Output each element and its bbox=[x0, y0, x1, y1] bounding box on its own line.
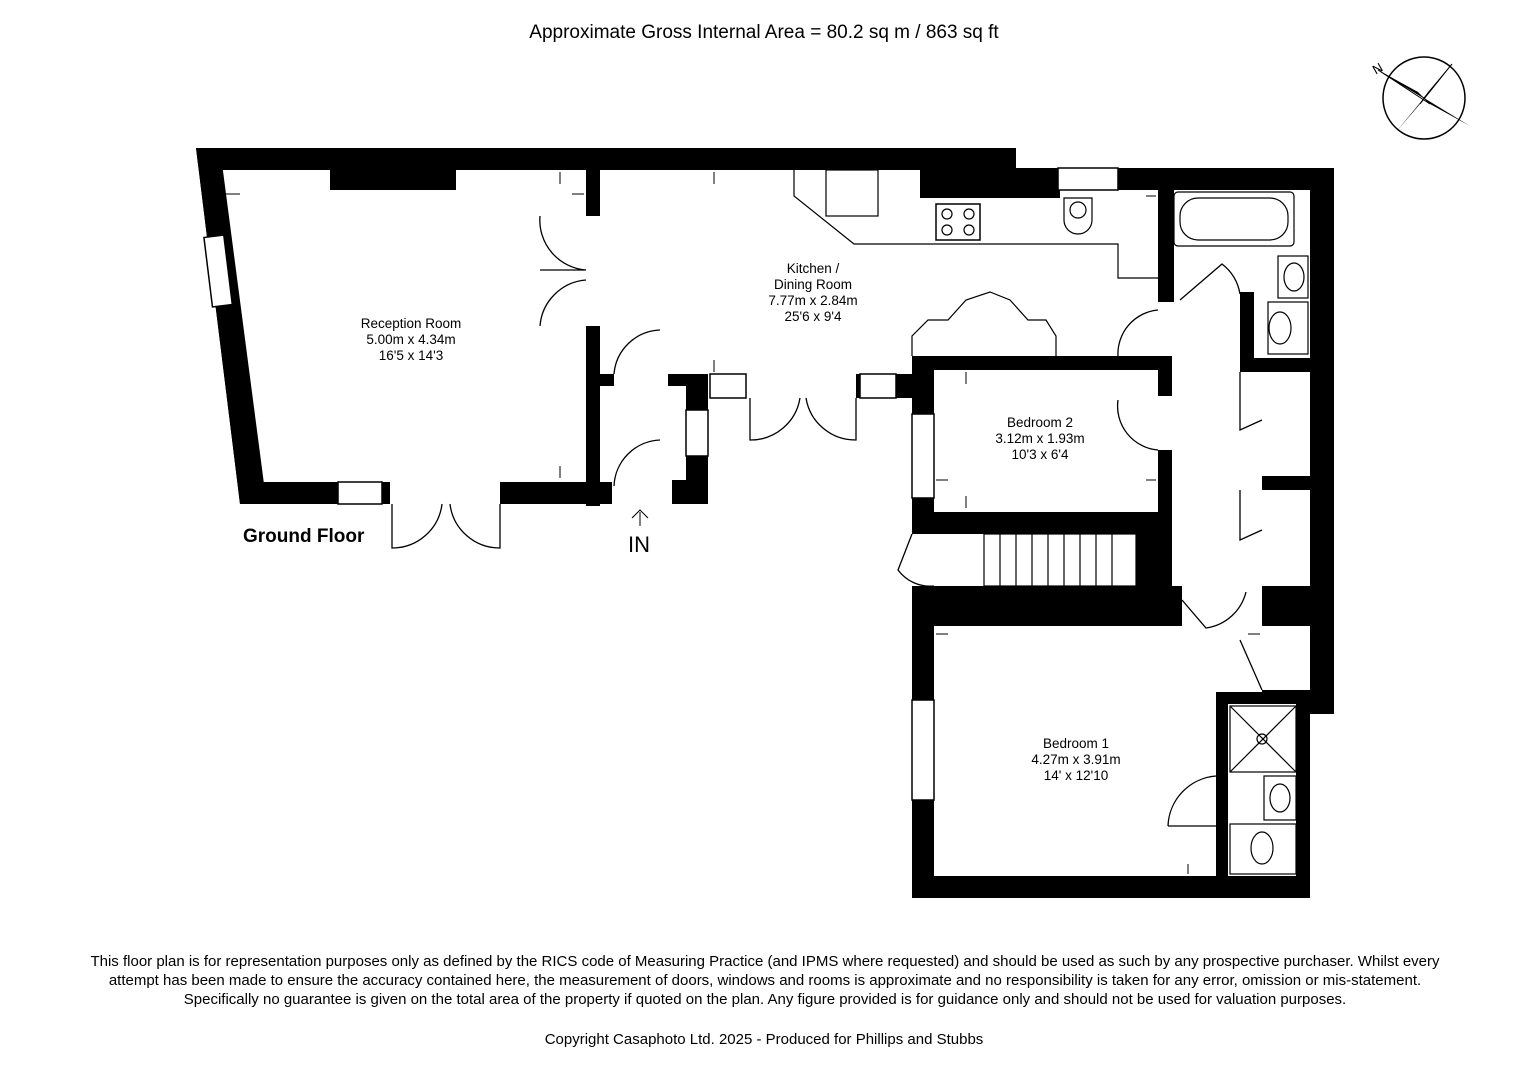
floor-label: Ground Floor bbox=[243, 526, 365, 547]
walls bbox=[196, 148, 1334, 898]
compass-rose-icon: N bbox=[1370, 56, 1470, 140]
measurement-markers bbox=[226, 172, 1260, 874]
staircase bbox=[983, 533, 1137, 587]
copyright-text: Copyright Casaphoto Ltd. 2025 - Produced… bbox=[544, 1031, 984, 1048]
bathroom-fittings bbox=[1173, 191, 1309, 875]
room-label-bedroom-2: Bedroom 2 3.12m x 1.93m 10'3 x 6'4 bbox=[995, 415, 1085, 462]
compass-n-label: N bbox=[1370, 60, 1386, 78]
disclaimer-text: This floor plan is for representation pu… bbox=[90, 953, 1440, 1008]
room-label-reception: Reception Room 5.00m x 4.34m 16'5 x 14'3 bbox=[360, 316, 462, 363]
room-label-kitchen: Kitchen / Dining Room 7.77m x 2.84m 25'6… bbox=[768, 261, 858, 324]
kitchen-worktop bbox=[793, 169, 1158, 356]
door-swings bbox=[391, 215, 1263, 827]
entrance-label: IN bbox=[628, 532, 650, 557]
room-label-bedroom-1: Bedroom 1 4.27m x 3.91m 14' x 12'10 bbox=[1031, 736, 1121, 783]
area-title: Approximate Gross Internal Area = 80.2 s… bbox=[529, 22, 999, 43]
entrance-arrow-icon bbox=[631, 509, 649, 526]
windows bbox=[203, 167, 1119, 801]
